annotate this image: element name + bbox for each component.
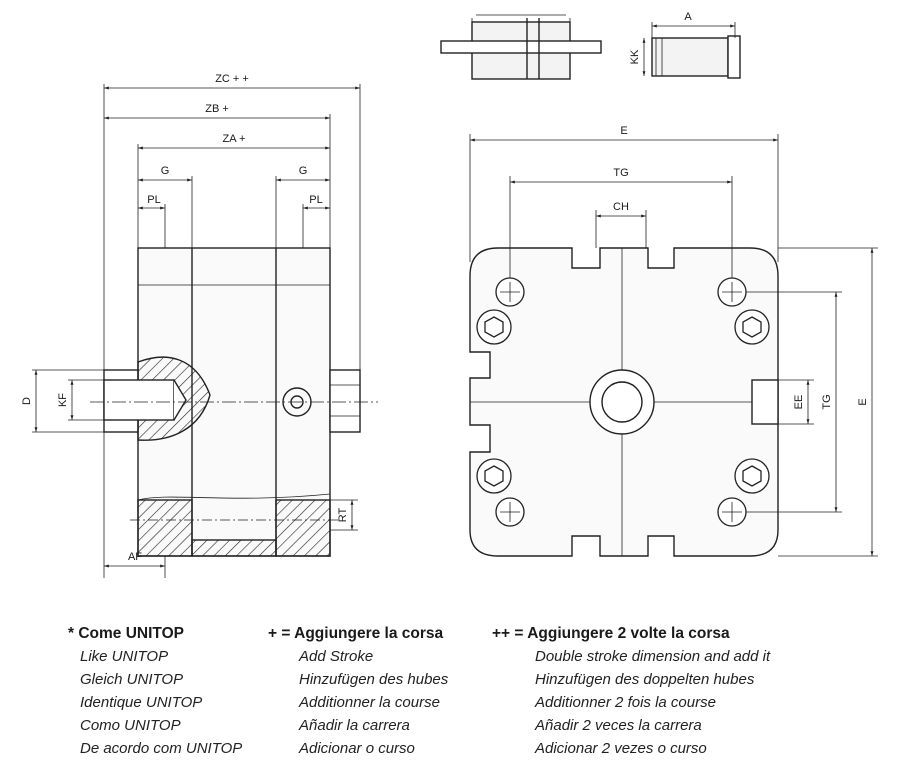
dim-kf-label: KF bbox=[57, 393, 69, 407]
legend-add-stroke-line: Add Stroke bbox=[299, 648, 374, 665]
dim-pl-right-label: PL bbox=[309, 194, 322, 206]
rod-end-view bbox=[642, 22, 741, 79]
top-section-view bbox=[440, 14, 602, 80]
dim-d-label: D bbox=[21, 397, 33, 405]
legend-add-stroke-line: Additionner la course bbox=[299, 694, 440, 711]
dim-e-top-label: E bbox=[620, 125, 627, 137]
dim-ch-label: CH bbox=[613, 201, 629, 213]
legend-double-stroke-line: Añadir 2 veces la carrera bbox=[535, 717, 702, 734]
legend-unitop-heading: * Come UNITOP bbox=[68, 625, 184, 642]
mounting-holes bbox=[476, 277, 770, 527]
cylinder-side-view bbox=[90, 247, 378, 557]
legend-double-stroke-heading: ++ = Aggiungere 2 volte la corsa bbox=[492, 625, 730, 642]
legend-add-stroke-line: Hinzufügen des hubes bbox=[299, 671, 449, 688]
dim-g-right-label: G bbox=[299, 165, 308, 177]
legend-add-stroke-line: Añadir la carrera bbox=[299, 717, 410, 734]
legend-unitop-line: Identique UNITOP bbox=[80, 694, 203, 711]
dim-tg-top-label: TG bbox=[613, 167, 628, 179]
dim-af-label: AF bbox=[128, 551, 142, 563]
dim-rt-label: RT bbox=[337, 507, 349, 522]
dim-e-side-label: E bbox=[857, 398, 869, 405]
legend-double-stroke-line: Hinzufügen des doppelten hubes bbox=[535, 671, 755, 688]
dim-a-label: A bbox=[684, 11, 692, 23]
dim-ee-label: EE bbox=[793, 395, 805, 410]
legend-double-stroke-line: Additionner 2 fois la course bbox=[535, 694, 716, 711]
legend-unitop-line: De acordo com UNITOP bbox=[80, 740, 243, 757]
legend-unitop-line: Like UNITOP bbox=[80, 648, 169, 665]
dim-zb-label: ZB + bbox=[205, 103, 229, 115]
dim-tg-side-label: TG bbox=[821, 394, 833, 409]
legend-double-stroke-line: Adicionar 2 vezes o curso bbox=[535, 740, 707, 757]
legend-add-stroke: + = Aggiungere la corsa Add Stroke Hinzu… bbox=[268, 622, 448, 760]
side-view-dimensions bbox=[32, 84, 361, 578]
cylinder-front-view bbox=[469, 247, 779, 557]
legend-add-stroke-line: Adicionar o curso bbox=[299, 740, 415, 757]
legend-double-stroke-line: Double stroke dimension and add it bbox=[535, 648, 771, 665]
legend-add-stroke-heading: + = Aggiungere la corsa bbox=[268, 625, 444, 642]
dim-zc-label: ZC + + bbox=[215, 73, 249, 85]
legend-unitop-line: Gleich UNITOP bbox=[80, 671, 184, 688]
technical-drawing: A KK bbox=[21, 11, 878, 578]
legend-unitop-line: Como UNITOP bbox=[80, 717, 181, 734]
dim-g-left-label: G bbox=[161, 165, 170, 177]
legend-unitop: * Come UNITOP Like UNITOP Gleich UNITOP … bbox=[68, 622, 242, 760]
dim-kk-label: KK bbox=[629, 49, 641, 64]
dim-pl-left-label: PL bbox=[147, 194, 160, 206]
front-view-dimensions bbox=[469, 134, 878, 557]
dim-za-label: ZA + bbox=[223, 133, 246, 145]
legend-double-stroke: ++ = Aggiungere 2 volte la corsa Double … bbox=[492, 622, 770, 760]
